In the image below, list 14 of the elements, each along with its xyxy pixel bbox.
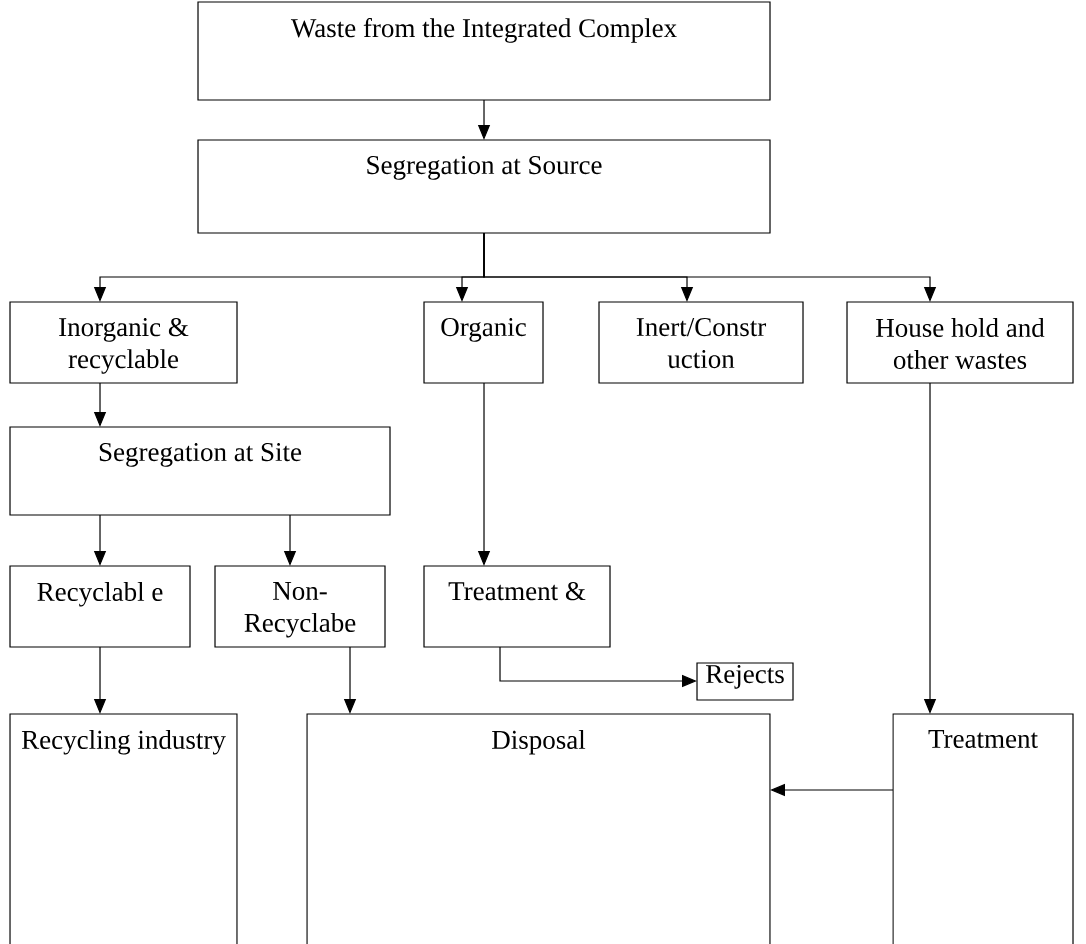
process-box: Non- Recyclabe — [214, 565, 386, 648]
process-box: Segregation at Site — [9, 426, 391, 516]
process-box: Inorganic & recyclable — [9, 301, 238, 384]
process-box: Rejects — [696, 662, 794, 701]
process-box: House hold and other wastes — [846, 301, 1074, 384]
process-box: Treatment & — [423, 565, 611, 648]
process-box: Waste from the Integrated Complex — [197, 1, 771, 101]
process-box: Organic — [423, 301, 544, 384]
process-box: Recyclabl e — [9, 565, 191, 648]
process-box: Recycling industry — [9, 713, 238, 944]
process-box: Inert/Constr uction — [598, 301, 804, 384]
process-box: Treatment — [892, 713, 1074, 944]
process-box: Segregation at Source — [197, 139, 771, 234]
process-box: Disposal — [306, 713, 771, 944]
